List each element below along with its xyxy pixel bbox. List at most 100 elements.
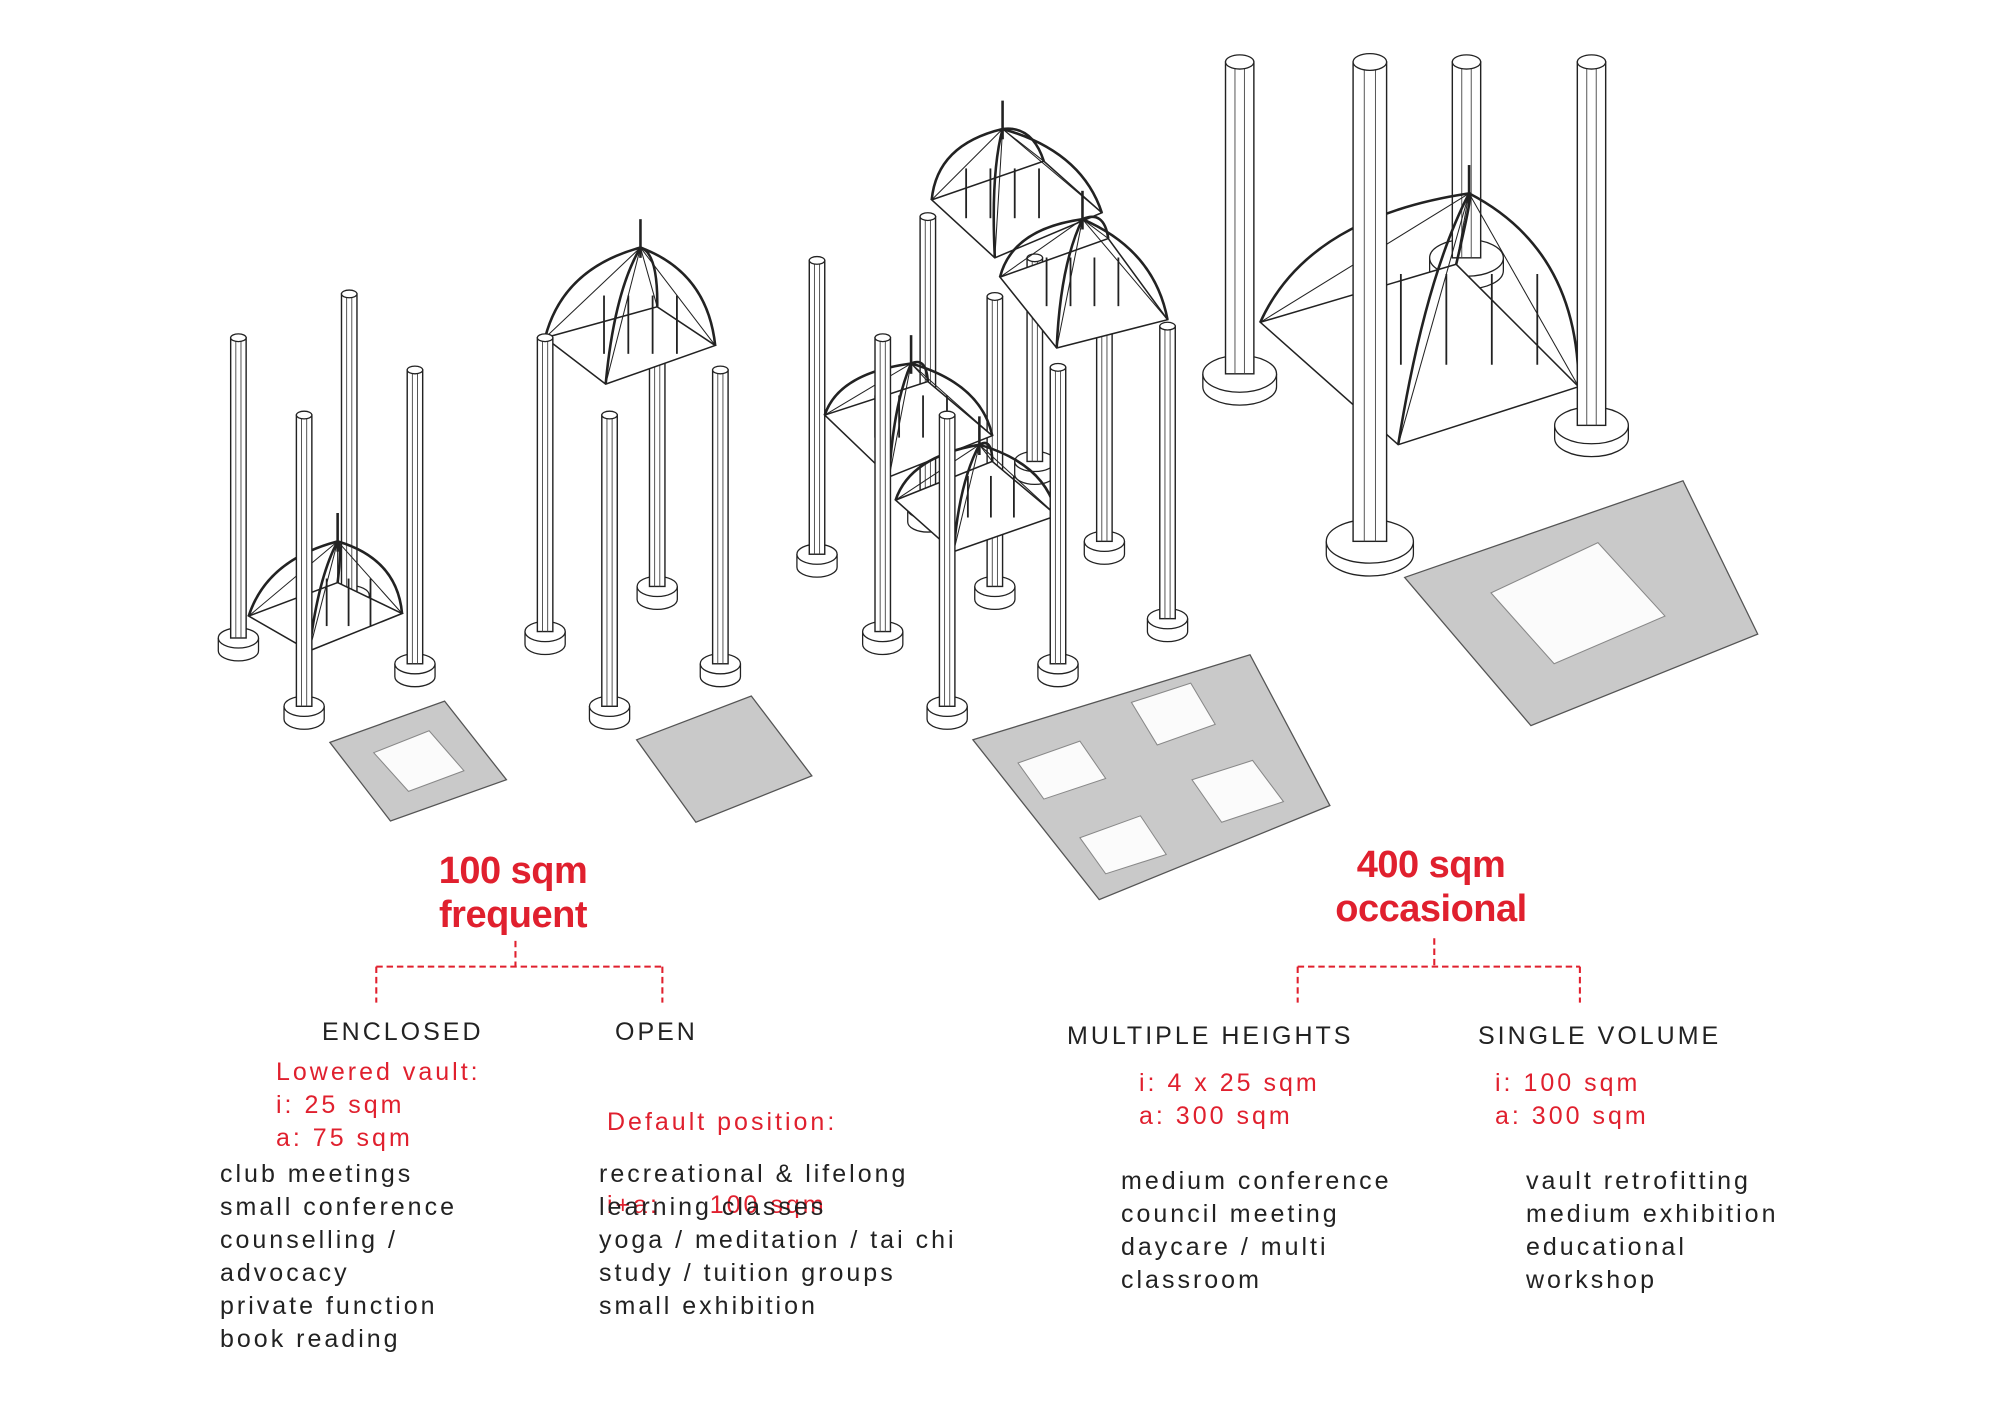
column-cap [1224,54,1255,70]
option-title-single-volume: SINGLE VOLUME [1478,1022,1722,1050]
vault-base-frame [930,160,1104,259]
vault-tie [994,128,1004,258]
vault [543,219,717,385]
column-cap [938,410,956,420]
column-cap [1159,321,1176,331]
column-cap [874,333,892,343]
spec-line: a: 75 sqm [276,1124,413,1152]
floor-plate [635,695,813,824]
spec-line: i: 100 sqm [1495,1069,1641,1097]
group-frequency-occasional: occasional [1335,888,1527,930]
option-spec-multiple-heights: i: 4 x 25 sqm a: 300 sqm [1139,1071,1320,1137]
column-shaft [536,337,554,633]
vault-tie [979,444,1058,516]
use-item: recreational & lifelong [599,1160,909,1188]
column [861,333,904,656]
column-shaft [1451,61,1482,259]
vault-rib [604,246,642,385]
bracket-100sqm [375,940,664,1003]
column [524,333,566,656]
vault-tie [931,128,1003,201]
vault-rib [543,246,641,339]
column [1553,54,1629,458]
vault-tie [544,247,641,339]
vault-rib [1002,127,1046,162]
vault-base-frame [998,237,1169,349]
use-item: medium conference [1121,1167,1392,1195]
column-cap [1576,54,1607,70]
column-cap [1352,52,1388,71]
vault-rib [1259,192,1470,323]
vault-rib [910,362,994,436]
use-item: council meeting [1121,1200,1340,1228]
use-item: club meetings [220,1160,414,1188]
vault-base-frame [543,305,717,385]
column [1037,362,1079,688]
vault-rib [998,217,1083,278]
column [926,410,968,730]
column-shaft [601,414,618,707]
use-item: workshop [1526,1266,1657,1294]
vault-rib [337,540,404,614]
vault-tie [605,247,641,385]
column [636,317,678,610]
group-size-100: 100 sqm [438,850,588,892]
group-frequency-frequent: frequent [439,894,588,936]
column-structures [217,52,1629,730]
column-cap [536,333,554,343]
vault [930,100,1104,259]
column-shaft [938,414,956,707]
use-item: daycare / multi [1121,1233,1329,1261]
column-cap [808,255,826,265]
vault-base-frame [1258,263,1581,446]
column-cap [919,212,937,222]
spec-line: i+a: 100 sqm [607,1191,827,1219]
vault-rib [992,128,1004,258]
column-shaft [986,295,1004,588]
vault-rib [930,127,1003,200]
vault-rib [640,246,717,346]
use-item: study / tuition groups [599,1259,896,1287]
column [588,410,631,730]
spec-line: Lowered vault: [276,1058,481,1086]
group-size-400: 400 sqm [1356,844,1506,886]
vault [998,190,1169,349]
column-cap [340,289,358,299]
vault-tie [248,540,338,617]
use-item: yoga / meditation / tai chi [599,1226,957,1254]
use-item: small conference [220,1193,457,1221]
column-shaft [1049,366,1067,665]
column-cap [1026,253,1044,263]
option-spec-open: Default position: i+a: 100 sqm [607,1060,837,1251]
vault-tie [999,218,1083,278]
use-item: book reading [220,1325,401,1353]
plate-opening [372,730,465,792]
column [217,333,260,662]
vault [246,512,404,652]
column-cap [986,291,1004,302]
column [283,410,325,730]
vault-rib [894,443,980,501]
use-item: medium exhibition [1526,1200,1779,1228]
column [394,365,436,688]
column [699,365,742,688]
use-item: advocacy [220,1259,350,1287]
column-cap [711,365,729,375]
option-title-enclosed: ENCLOSED [322,1018,484,1046]
use-item: educational [1526,1233,1687,1261]
vault-tie [337,540,403,614]
option-spec-single-volume: i: 100 sqm a: 300 sqm [1495,1071,1649,1137]
column-cap [230,333,247,343]
vault-base-frame [823,380,994,478]
vault-tie [308,541,339,652]
spec-line: i: 25 sqm [276,1091,405,1119]
plate-opening [1017,740,1107,800]
vault-tie [895,444,980,501]
column-shaft [406,369,424,665]
vault-tie [1397,193,1470,445]
column [796,255,838,578]
plate-opening [1079,815,1168,875]
column-cap [1049,362,1067,372]
column-cap [406,365,424,375]
use-item: vault retrofitting [1526,1167,1751,1195]
